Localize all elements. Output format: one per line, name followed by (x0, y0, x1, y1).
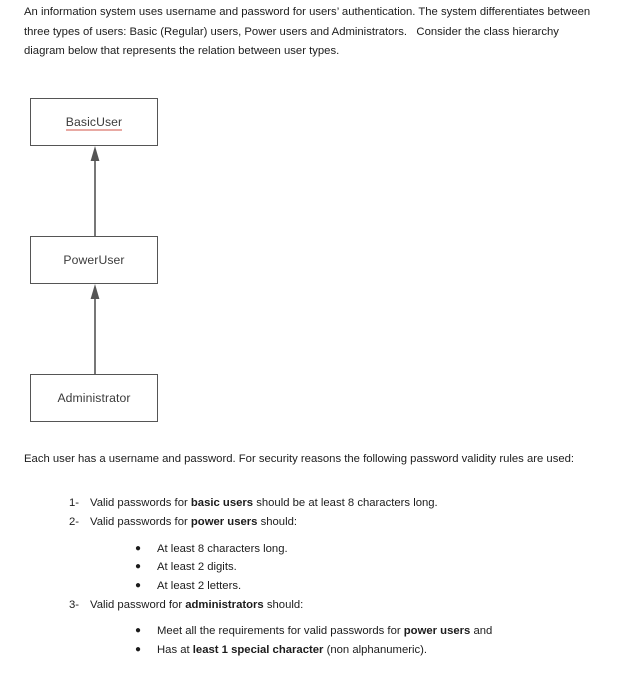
rule-3-sub-text-1: Meet all the requirements for valid pass… (157, 622, 633, 641)
rule-2-sub-text-1-prefix: At least 8 characters long. (157, 542, 288, 555)
rule-3-sub-text-2-bold: least 1 special character (192, 644, 324, 657)
bullet-icon: ● (135, 625, 142, 637)
rule-3-sub-item-1: ● Meet all the requirements for valid pa… (0, 622, 633, 641)
rule-text-2-suffix: should: (257, 516, 298, 529)
rule-text-2-prefix: Valid passwords for (90, 516, 191, 529)
rule-text-1-bold: basic users (190, 497, 254, 509)
rule-item-1: 1- Valid passwords for basic users shoul… (0, 494, 633, 513)
rule-marker-1: 1- (69, 497, 80, 509)
password-rules-list: 1- Valid passwords for basic users shoul… (0, 494, 633, 660)
generalization-arrow-poweruser-to-basicuser (88, 146, 102, 237)
rule-2-sub-text-3: At least 2 letters. (157, 577, 633, 596)
rule-2-sub-text-2: At least 2 digits. (157, 558, 633, 577)
rule-2-sub-item-1: ● At least 8 characters long. (0, 540, 633, 559)
bullet-icon: ● (135, 561, 142, 573)
rule-3-sub-text-1-suffix: and (470, 625, 493, 638)
rule-text-3-suffix: should: (263, 598, 304, 611)
rule-3-sub-item-2: ● Has at least 1 special character (non … (0, 641, 633, 660)
rule-text-2-bold: power users (190, 516, 258, 529)
rule-item-2: 2- Valid passwords for power users shoul… (0, 513, 633, 532)
rule-text-1-prefix: Valid passwords for (90, 497, 191, 509)
rule-marker-2: 2- (69, 516, 80, 529)
rule-item-3: 3- Valid password for administrators sho… (0, 596, 633, 615)
rule-text-3: Valid password for administrators should… (90, 596, 633, 615)
rule-spacer (0, 533, 633, 540)
rule-2-sub-item-3: ● At least 2 letters. (0, 577, 633, 596)
rule-marker-3: 3- (69, 598, 80, 611)
rule-text-1: Valid passwords for basic users should b… (90, 494, 633, 513)
rule-text-2: Valid passwords for power users should: (90, 513, 633, 532)
bullet-icon: ● (135, 542, 142, 554)
uml-class-label-basicuser: BasicUser (65, 115, 123, 131)
rule-text-3-prefix: Valid password for (90, 598, 186, 611)
intro-paragraph: An information system uses username and … (24, 6, 594, 57)
rule-3-sub-text-1-prefix: Meet all the requirements for valid pass… (157, 625, 404, 638)
generalization-arrow-administrator-to-poweruser (88, 284, 102, 375)
rule-3-sub-text-2-suffix: (non alphanumeric). (323, 644, 428, 657)
rule-2-sub-text-3-prefix: At least 2 letters. (157, 580, 242, 593)
uml-class-box-basicuser: BasicUser (30, 98, 158, 146)
rule-2-sub-text-1: At least 8 characters long. (157, 540, 633, 559)
rule-3-sub-text-1-bold: power users (403, 625, 471, 638)
uml-class-label-poweruser: PowerUser (63, 253, 125, 267)
rule-2-sub-item-2: ● At least 2 digits. (0, 558, 633, 577)
bullet-icon: ● (135, 644, 142, 656)
uml-class-box-administrator: Administrator (30, 374, 158, 422)
rule-text-3-bold: administrators (185, 598, 264, 611)
uml-class-label-administrator: Administrator (57, 391, 131, 405)
rule-2-sub-text-2-prefix: At least 2 digits. (157, 561, 237, 574)
rule-3-sub-text-2: Has at least 1 special character (non al… (157, 641, 633, 660)
rule-3-sub-text-2-prefix: Has at (157, 644, 193, 657)
rule-spacer (0, 615, 633, 622)
uml-class-box-poweruser: PowerUser (30, 236, 158, 284)
rules-intro-paragraph: Each user has a username and password. F… (24, 453, 575, 465)
bullet-icon: ● (135, 580, 142, 592)
rule-text-1-suffix: should be at least 8 characters long. (253, 497, 438, 509)
